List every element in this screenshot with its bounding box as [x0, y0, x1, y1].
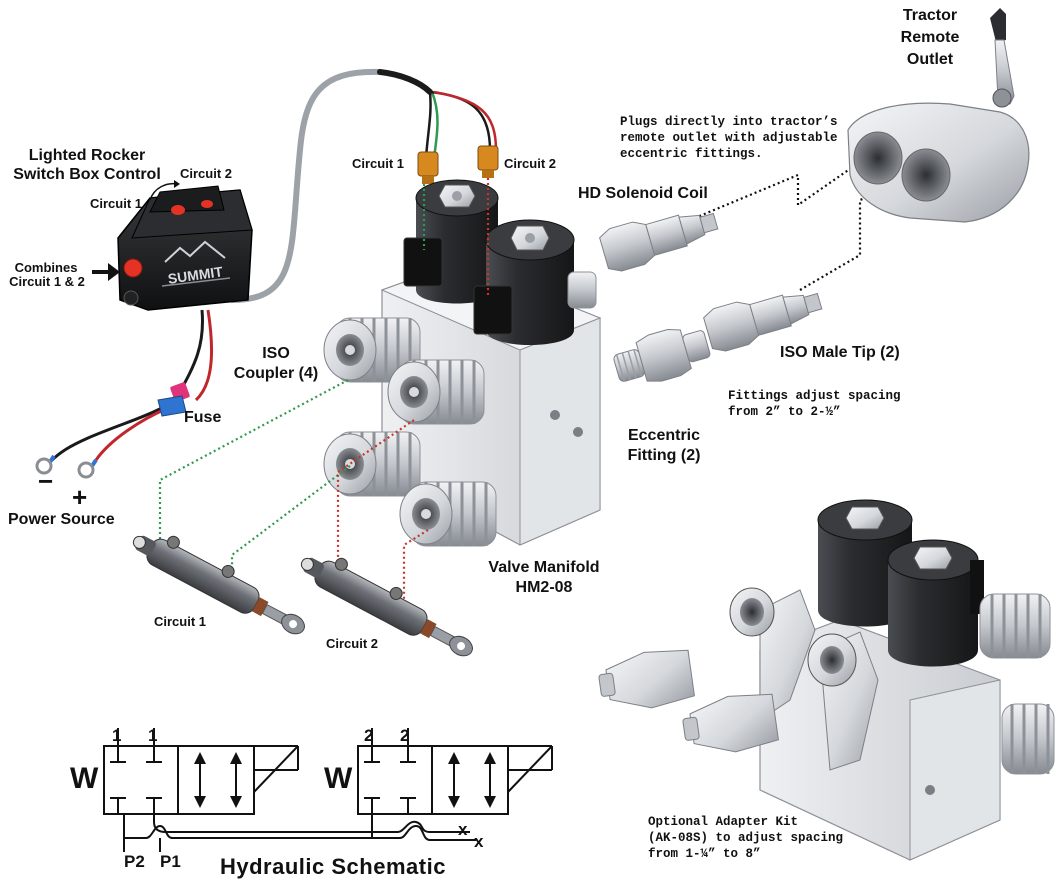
schematic-x-upper: x [458, 820, 468, 839]
iso-coupler-label-line2: Coupler (4) [233, 365, 319, 382]
adapter-note-line3: from 1-¼” to 8” [648, 847, 761, 861]
schematic-w-left: W [70, 762, 99, 795]
fuse-label: Fuse [184, 409, 222, 426]
switch-box-title-line2: Switch Box Control [13, 166, 161, 183]
schematic-arrows [194, 752, 496, 808]
power-wires [48, 309, 214, 464]
gray-cable [229, 68, 433, 303]
manifold-label-line2: HM2-08 [515, 579, 573, 596]
circuit2-connector-label: Circuit 2 [504, 156, 557, 171]
tractor-note-line1: Plugs directly into tractor’s [620, 115, 838, 129]
schematic-port-2b: 2 [400, 726, 410, 745]
schematic-port-2a: 2 [364, 726, 374, 745]
combines-label-line2: Circuit 1 & 2 [9, 274, 85, 289]
iso-coupler-4 [399, 481, 497, 547]
schematic-port-1a: 1 [112, 726, 122, 745]
schematic-title: Hydraulic Schematic [220, 854, 446, 879]
iso-male-tip-lower [703, 292, 823, 352]
solenoid-wires [424, 90, 498, 159]
tractor-label-line1: Tractor [902, 7, 958, 24]
schematic-port-1b: 1 [148, 726, 158, 745]
side-fitting [567, 271, 597, 309]
rocker-switch-box: SUMMIT [117, 185, 253, 311]
circuit2-switch-label: Circuit 2 [180, 166, 233, 181]
schematic-p1: P1 [160, 852, 181, 871]
positive-sign: + [72, 482, 88, 512]
iso-male-tip-upper [599, 212, 719, 272]
adapter-note-line2: (AK-08S) to adjust spacing [648, 831, 844, 845]
tractor-note-line3: eccentric fittings. [620, 147, 763, 161]
iso-coupler-2 [387, 359, 485, 425]
tractor-note-line2: remote outlet with adjustable [620, 131, 838, 145]
cylinder-circuit2 [300, 557, 473, 657]
eccentric-label-line1: Eccentric [627, 427, 701, 444]
tractor-remote-outlet [847, 8, 1030, 223]
combine-arrow-icon [92, 263, 120, 281]
hydraulic-schematic [103, 728, 553, 852]
schematic-w-right: W [324, 762, 353, 795]
power-source-label: Power Source [8, 511, 115, 528]
ring-terminal-negative [35, 454, 56, 475]
adapter-kit-assembly [598, 499, 1055, 861]
circuit2-connector [477, 145, 499, 178]
solenoid-coil-label: HD Solenoid Coil [578, 185, 708, 202]
circuit1-connector [417, 151, 439, 184]
adapter-note-line1: Optional Adapter Kit [648, 815, 799, 829]
cylinder-circuit1 [132, 535, 305, 635]
switch-box-title-line1: Lighted Rocker [28, 147, 146, 164]
combines-label-line1: Combines [14, 260, 78, 275]
eccentric-note-line2: from 2” to 2-½” [728, 405, 841, 419]
solenoid-coil-2 [473, 219, 575, 345]
circuit1-connector-label: Circuit 1 [352, 156, 405, 171]
circuit1-switch-label: Circuit 1 [90, 196, 143, 211]
eccentric-note-line1: Fittings adjust spacing [728, 389, 901, 403]
iso-coupler-1 [323, 317, 421, 383]
manifold-label-line1: Valve Manifold [488, 559, 600, 576]
fuse-icon [157, 382, 190, 417]
tractor-label-line2: Remote [900, 29, 960, 46]
ring-terminal-positive [77, 458, 98, 479]
eccentric-fitting [613, 328, 711, 382]
eccentric-label-line2: Fitting (2) [627, 447, 701, 464]
schematic-p2: P2 [124, 852, 145, 871]
iso-coupler-label-line1: ISO [262, 345, 290, 362]
tractor-label-line3: Outlet [906, 51, 954, 68]
iso-male-tip-label: ISO Male Tip (2) [780, 344, 900, 361]
schematic-x-lower: x [474, 832, 484, 851]
solenoid-coil-1 [403, 179, 499, 304]
cylinder-circuit2-label: Circuit 2 [326, 636, 379, 651]
negative-sign: − [38, 466, 54, 496]
cylinder-circuit1-label: Circuit 1 [154, 614, 207, 629]
circuit1-curved-arrow-icon [149, 180, 180, 201]
